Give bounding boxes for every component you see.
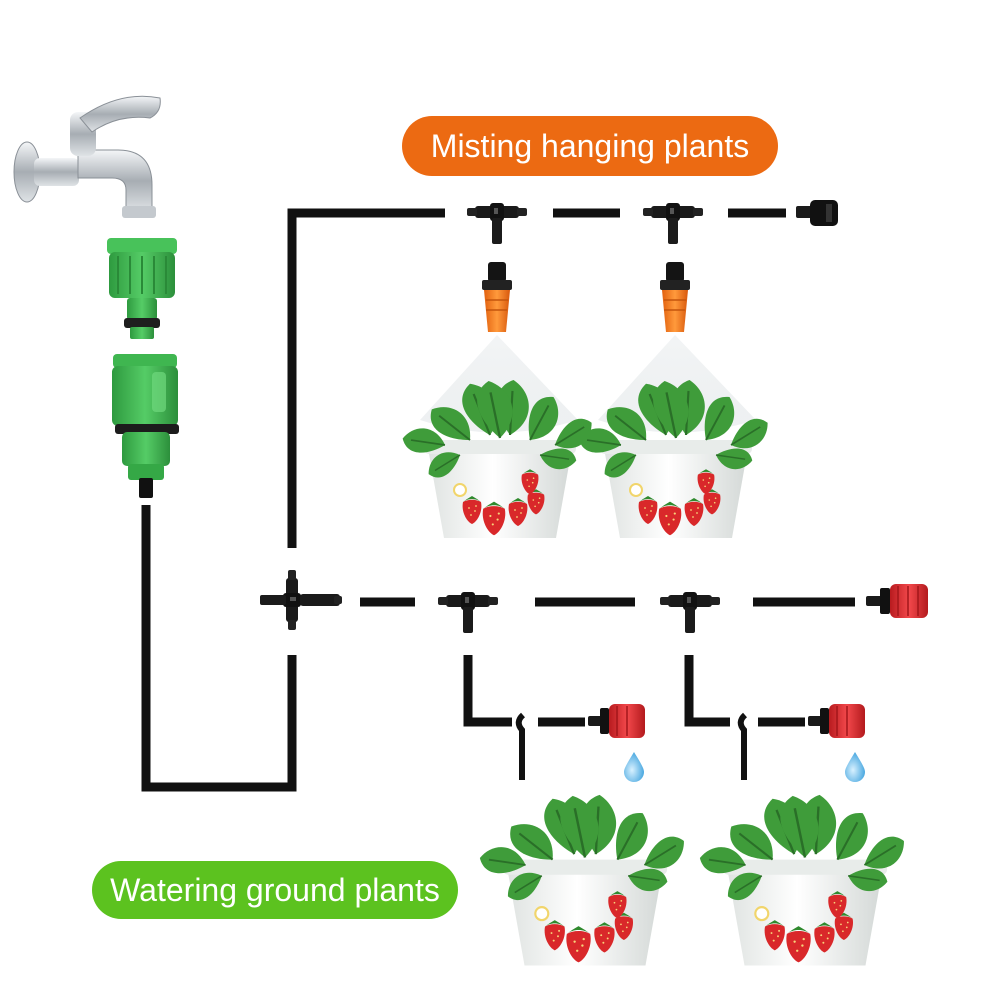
ground-plant-icon [477,792,691,966]
dripper-icon [588,704,645,738]
end-plug-icon [796,200,838,226]
watering-ground-plants-label: Watering ground plants [92,861,458,919]
tee-connector-icon [660,592,720,633]
dripper-icon [808,704,865,738]
dripper-icon [866,584,928,618]
faucet-icon [13,95,161,218]
tee-connector-icon [260,570,342,630]
water-drop-icon [845,752,865,782]
tubing [141,208,855,792]
mist-nozzle-icon [660,262,690,332]
tee-connector-icon [438,592,498,633]
mist-nozzle-icon [482,262,512,332]
ground-plant-icon [697,792,911,966]
misting-hanging-plants-label: Misting hanging plants [402,116,778,176]
hanging-plant-icon [576,377,774,538]
water-drop-icon [624,752,644,782]
drip-stake-icon [515,712,748,780]
quick-connector-icon [107,238,177,339]
hanging-plant-icon [400,377,598,538]
tee-connector-icon [643,203,703,244]
tee-connector-icon [467,203,527,244]
hose-connector-icon [112,354,179,498]
